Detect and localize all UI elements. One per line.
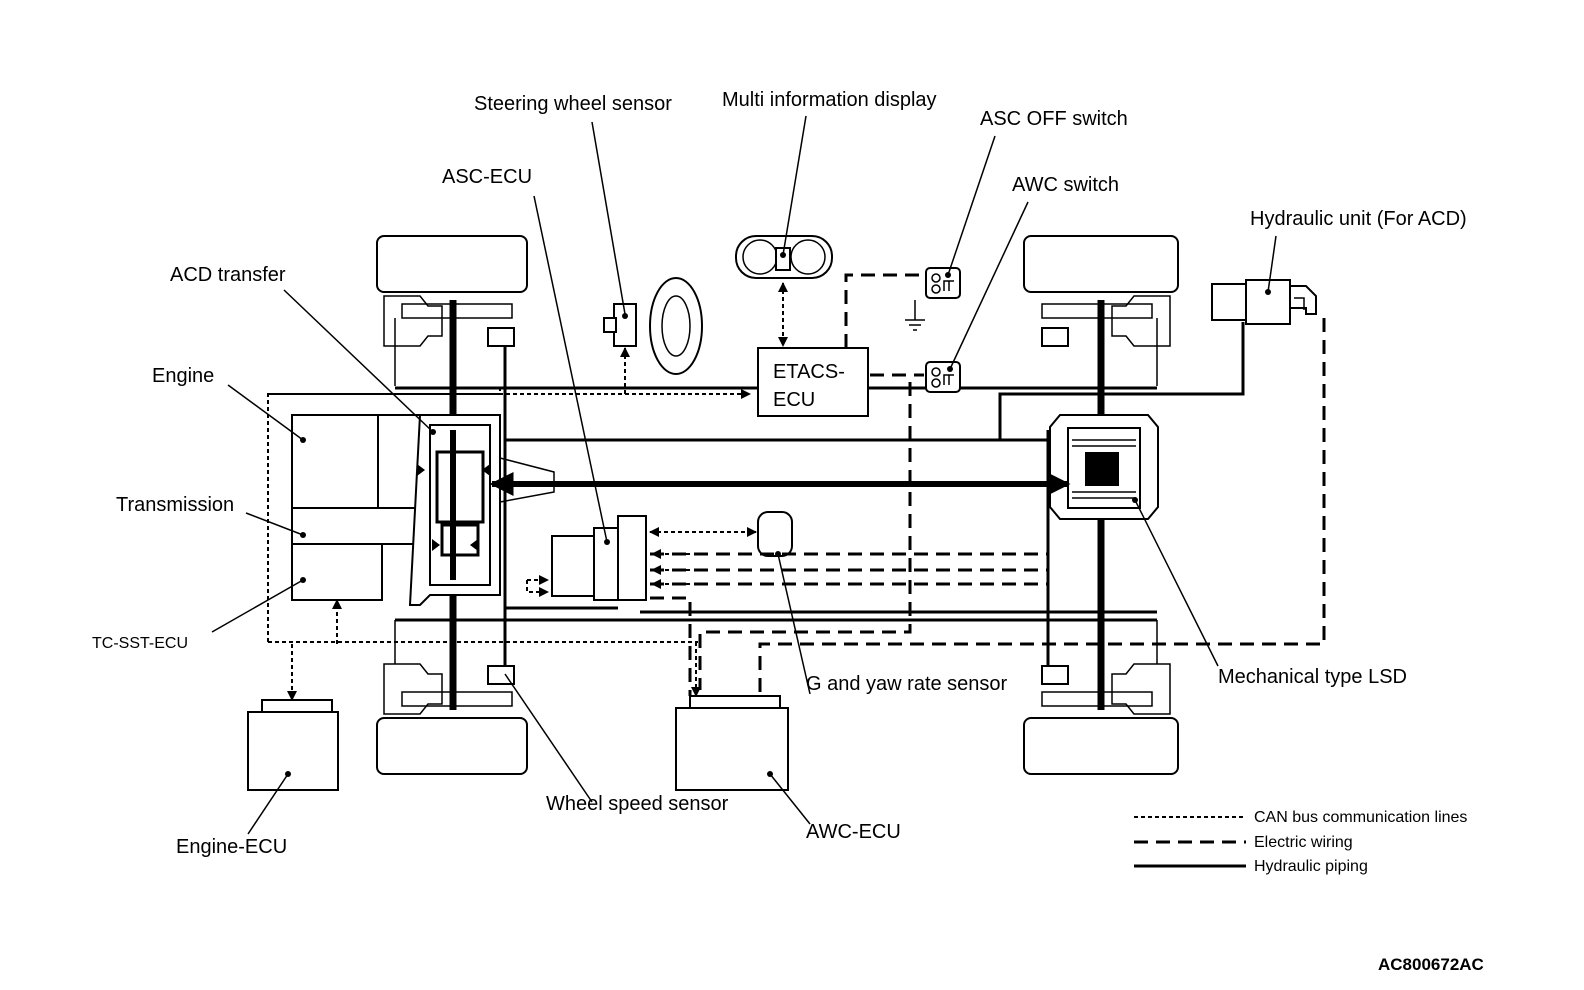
rear-left-wheel [376,620,528,775]
label-hydraulic-unit: Hydraulic unit (For ACD) [1250,208,1467,230]
asc-off-switch-icon [905,267,961,331]
etacs-ecu-label-1: ETACS- [773,361,845,383]
rear-right-wheel [1023,620,1179,775]
legend: CAN bus communication lines Electric wir… [1134,809,1467,875]
etacs-ecu-label-2: ECU [773,389,815,411]
electric-wiring [650,273,1326,696]
hydraulic-unit-icon [1211,279,1317,325]
leader-lines [211,115,1277,835]
label-asc-off-switch: ASC OFF switch [980,108,1128,130]
legend-electric: Electric wiring [1254,834,1353,851]
engine-ecu-box [247,699,339,791]
label-acd-transfer: ACD transfer [170,264,286,286]
awc-switch-icon [925,361,961,393]
etacs-ecu: ETACS- ECU [757,347,869,417]
label-engine: Engine [152,365,214,387]
hydraulic-piping [395,322,1245,666]
label-awc-switch: AWC switch [1012,174,1119,196]
label-wheel-speed-sensor: Wheel speed sensor [546,793,729,815]
label-g-yaw-rate-sensor: G and yaw rate sensor [806,673,1008,695]
acd-transfer [408,414,555,606]
powertrain-block [291,414,423,601]
label-awc-ecu: AWC-ECU [806,821,901,843]
front-right-wheel [1023,235,1179,386]
label-tc-sst-ecu: TC-SST-ECU [92,635,188,652]
label-multi-information-display: Multi information display [722,89,937,111]
multi-information-display-icon [735,235,833,279]
legend-hydraulic: Hydraulic piping [1254,858,1368,875]
front-left-wheel [376,235,528,386]
mechanical-lsd [1049,414,1159,520]
wheel-speed-sensor-icons [487,327,1069,685]
label-steering-wheel-sensor: Steering wheel sensor [474,93,672,115]
g-yaw-rate-sensor [757,511,793,557]
label-engine-ecu: Engine-ECU [176,836,287,858]
steering-wheel-sensor-icon [603,277,703,375]
label-asc-ecu: ASC-ECU [442,166,532,188]
label-mechanical-lsd: Mechanical type LSD [1218,666,1407,688]
asc-ecu-unit [551,515,647,601]
figure-code: AC800672AC [1378,955,1484,974]
label-transmission: Transmission [116,494,234,516]
can-bus-lines [267,282,788,701]
legend-can: CAN bus communication lines [1254,809,1467,826]
awc-ecu-box [675,695,789,791]
